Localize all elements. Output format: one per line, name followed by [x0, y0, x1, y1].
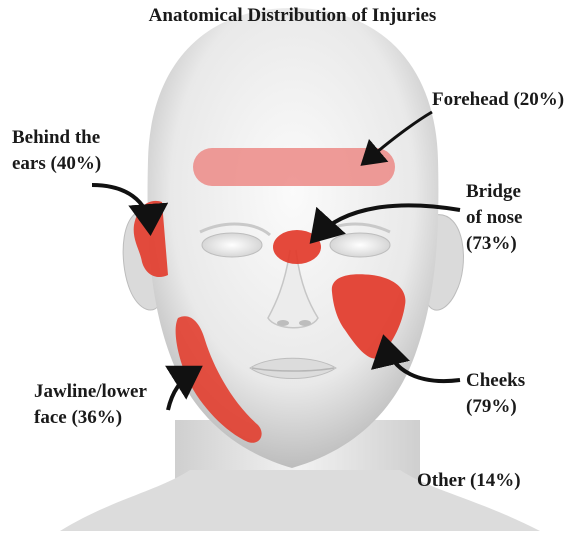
cheeks-label-line2: (79%)	[466, 395, 517, 419]
left-eye	[202, 233, 262, 257]
nose-label-line1: Bridge	[466, 180, 521, 204]
nose-bridge-injury-region	[273, 230, 321, 264]
behind-ears-label-line1: Behind the	[12, 126, 100, 150]
behind-ears-label-line2: ears (40%)	[12, 152, 101, 176]
nose-label-line2: of nose	[466, 206, 522, 230]
other-label: Other (14%)	[417, 469, 521, 493]
jawline-label-line1: Jawline/lower	[34, 380, 147, 404]
forehead-label: Forehead (20%)	[432, 88, 564, 112]
nostril-right	[299, 320, 311, 326]
cheeks-label-line1: Cheeks	[466, 369, 525, 393]
forehead-injury-region	[193, 148, 395, 186]
jawline-label-line2: face (36%)	[34, 406, 122, 430]
right-eye	[330, 233, 390, 257]
nostril-left	[277, 320, 289, 326]
nose-label-line3: (73%)	[466, 232, 517, 256]
diagram-title: Anatomical Distribution of Injuries	[0, 5, 585, 27]
